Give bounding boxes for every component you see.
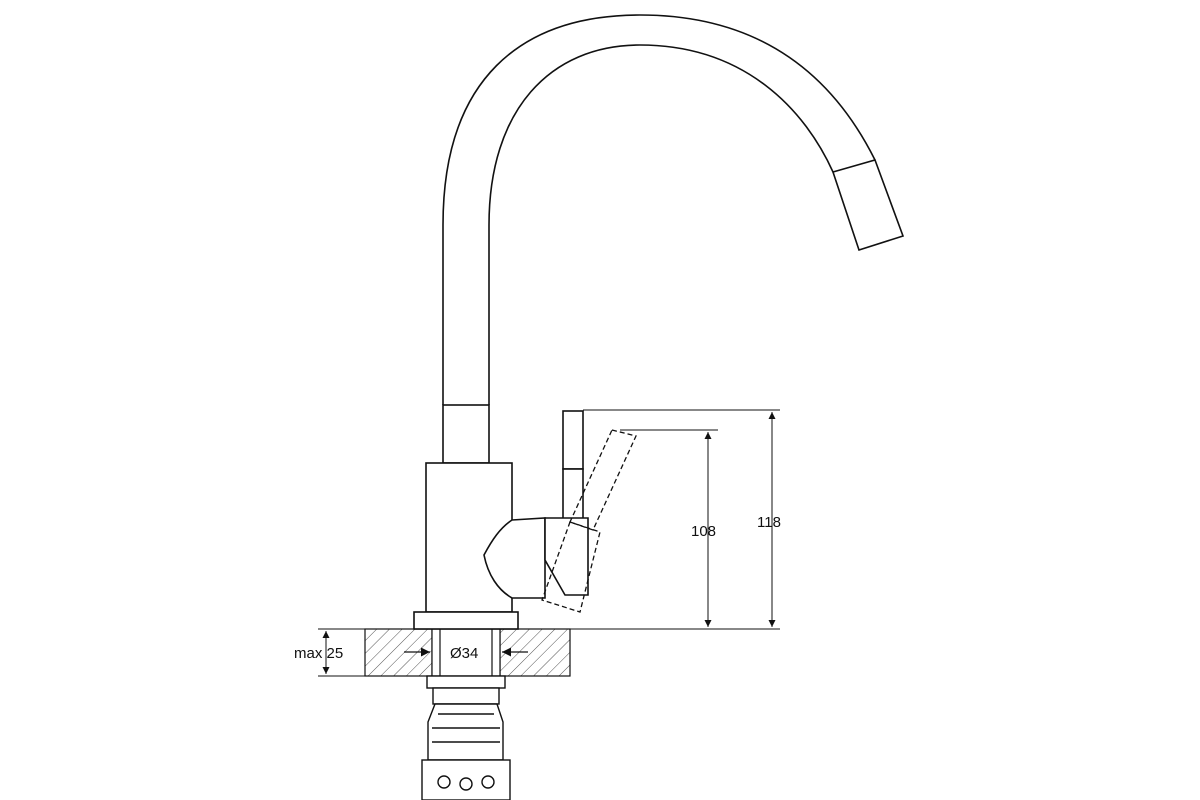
handle-lever-open-position <box>541 429 637 613</box>
lever-stem <box>562 410 584 470</box>
spout-inner-curve <box>488 44 834 405</box>
mounting-sleeve <box>427 703 504 761</box>
mounting-nut <box>432 687 500 705</box>
body-base-ring <box>413 611 519 630</box>
cartridge-housing <box>483 517 546 599</box>
handle-lever <box>544 410 589 596</box>
mounting-fittings <box>421 675 511 800</box>
spout-collar <box>442 404 490 464</box>
spout <box>442 14 905 464</box>
label-height-total: 118 <box>757 514 781 531</box>
mounting-shank <box>426 675 506 689</box>
thickness-dimension <box>318 628 365 677</box>
label-counter-thickness: max 25 <box>294 645 343 662</box>
label-diameter: Ø34 <box>450 645 478 662</box>
lever-base <box>544 517 589 596</box>
spout-outer-curve <box>442 14 876 405</box>
height-dimensions <box>570 409 780 630</box>
lever-neck <box>562 468 584 520</box>
mixer-body <box>413 462 546 630</box>
aerator <box>831 159 905 252</box>
label-height-spout: 108 <box>691 523 716 540</box>
mounting-clamp <box>421 759 511 800</box>
